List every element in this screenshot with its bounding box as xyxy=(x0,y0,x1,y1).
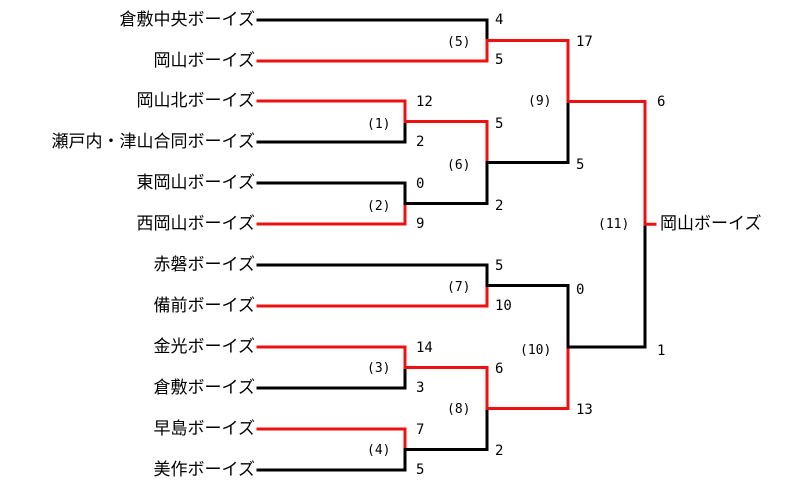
team-name: 金光ボーイズ xyxy=(153,337,256,357)
match-6-bottom-score: 2 xyxy=(495,198,504,214)
match-9-top-score: 17 xyxy=(576,34,593,50)
match-7-bottom-score: 10 xyxy=(495,298,512,314)
champion-name: 岡山ボーイズ xyxy=(660,214,762,234)
team-name: 東岡山ボーイズ xyxy=(136,173,256,193)
match-3-top-score: 14 xyxy=(416,340,433,356)
match-7-number: (7) xyxy=(447,280,471,295)
match-4-number: (4) xyxy=(367,443,391,458)
team-name: 備前ボーイズ xyxy=(153,296,256,316)
match-11-number: (11) xyxy=(598,217,630,232)
match-5-bottom-score: 5 xyxy=(495,52,504,68)
match-5-number: (5) xyxy=(447,35,471,50)
match-3-number: (3) xyxy=(367,361,391,376)
match-6-top-score: 5 xyxy=(495,116,504,132)
match-9-bottom-score: 5 xyxy=(576,157,585,173)
match-11-bottom-score: 1 xyxy=(657,343,666,359)
match-1-number: (1) xyxy=(367,117,391,132)
match-8-top-score: 6 xyxy=(495,361,504,377)
team-name: 早島ボーイズ xyxy=(153,419,256,439)
match-8-bottom-score: 2 xyxy=(495,443,504,459)
match-4-bottom-score: 5 xyxy=(416,462,425,478)
match-8-number: (8) xyxy=(447,402,471,417)
match-6-number: (6) xyxy=(447,158,471,173)
match-2-top-score: 0 xyxy=(416,176,425,192)
match-4-top-score: 7 xyxy=(416,422,425,438)
match-10-bottom-score: 13 xyxy=(576,402,593,418)
match-3-bottom-score: 3 xyxy=(416,380,425,396)
match-2-number: (2) xyxy=(367,199,391,214)
team-name: 西岡山ボーイズ xyxy=(136,214,256,234)
match-10-number: (10) xyxy=(520,343,552,358)
team-name: 赤磐ボーイズ xyxy=(153,255,256,275)
team-name: 岡山北ボーイズ xyxy=(136,91,256,111)
team-name: 岡山ボーイズ xyxy=(153,51,256,71)
match-7-top-score: 5 xyxy=(495,258,504,274)
team-name: 瀬戸内・津山合同ボーイズ xyxy=(51,132,256,152)
team-name: 倉敷中央ボーイズ xyxy=(119,10,256,30)
team-name: 美作ボーイズ xyxy=(153,460,256,480)
match-9-number: (9) xyxy=(528,94,552,109)
match-5-top-score: 4 xyxy=(495,12,504,28)
match-1-top-score: 12 xyxy=(416,94,433,110)
match-2-bottom-score: 9 xyxy=(416,216,425,232)
match-10-top-score: 0 xyxy=(576,282,585,298)
match-11-top-score: 6 xyxy=(657,94,666,110)
match-1-bottom-score: 2 xyxy=(416,134,425,150)
team-name: 倉敷ボーイズ xyxy=(153,378,256,398)
